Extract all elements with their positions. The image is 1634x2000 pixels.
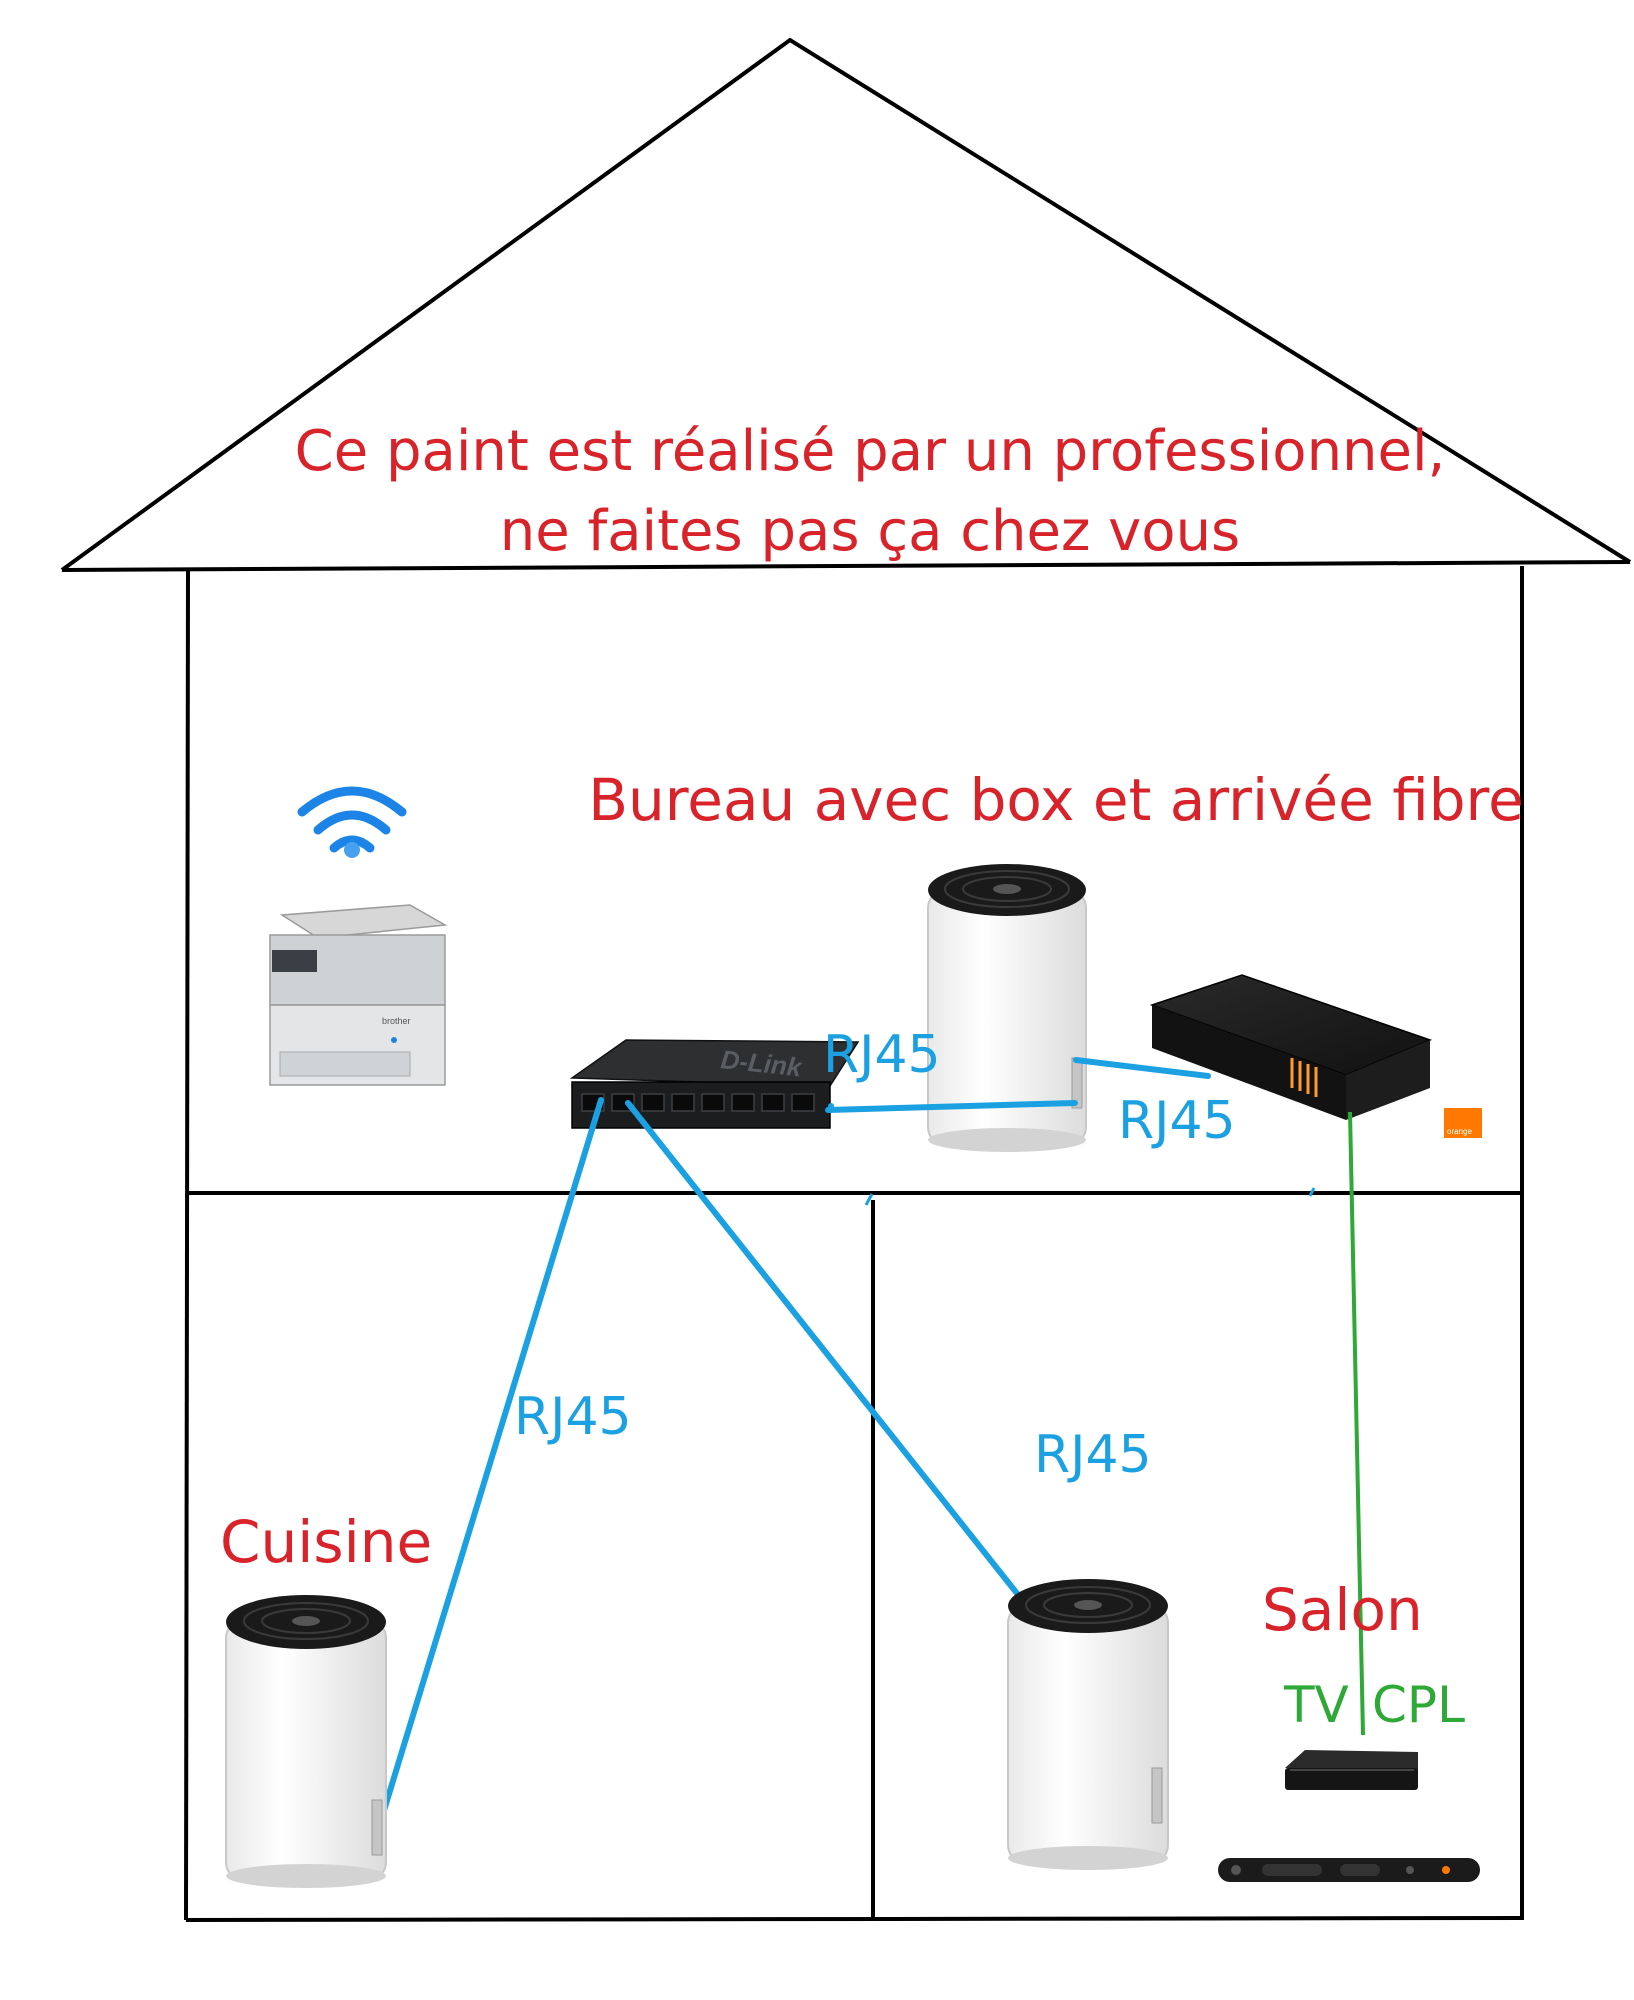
isp-box xyxy=(1149,974,1433,1120)
orange-logo-badge: orange xyxy=(1444,1108,1482,1138)
tv-decoder xyxy=(1285,1750,1418,1790)
roof-base xyxy=(61,560,1631,572)
cable-switch-to-mesh xyxy=(825,1100,1078,1113)
cable-switch-to-kitchen xyxy=(375,1097,604,1833)
mesh-router-kitchen xyxy=(225,1595,387,1888)
house-outline xyxy=(60,37,1632,1922)
rj45-label-kitchen: RJ45 xyxy=(514,1387,632,1447)
kitchen-room-label: Cuisine xyxy=(220,1508,432,1576)
rj45-label-switch-mesh: RJ45 xyxy=(823,1025,941,1085)
cpl-cable xyxy=(1348,1111,1365,1736)
floor xyxy=(185,1916,1523,1922)
tv-label: TV xyxy=(1283,1676,1349,1734)
roof-text-line1: Ce paint est réalisé par un professionne… xyxy=(295,419,1446,484)
cpl-label: CPL xyxy=(1372,1676,1465,1734)
wifi-icon xyxy=(297,786,407,858)
mesh-router-office xyxy=(927,864,1087,1152)
network-switch: D-Link xyxy=(569,1039,860,1129)
stray-marks xyxy=(864,1187,1316,1206)
mesh-router-living xyxy=(1007,1579,1169,1870)
tv-remote xyxy=(1218,1858,1480,1882)
office-room-label: Bureau avec box et arrivée fibre xyxy=(588,766,1524,834)
cable-mesh-to-box xyxy=(1073,1057,1211,1079)
rj45-label-mesh-box: RJ45 xyxy=(1118,1091,1236,1151)
orange-logo-text: orange xyxy=(1447,1127,1472,1136)
living-room-label: Salon xyxy=(1262,1576,1423,1644)
printer-brand-text: brother xyxy=(382,1016,411,1026)
left-wall xyxy=(184,569,190,1921)
roof xyxy=(60,37,1632,572)
printer-icon: brother xyxy=(269,904,448,1086)
rj45-label-living: RJ45 xyxy=(1034,1425,1152,1485)
roof-text-line2: ne faites pas ça chez vous xyxy=(500,499,1240,564)
